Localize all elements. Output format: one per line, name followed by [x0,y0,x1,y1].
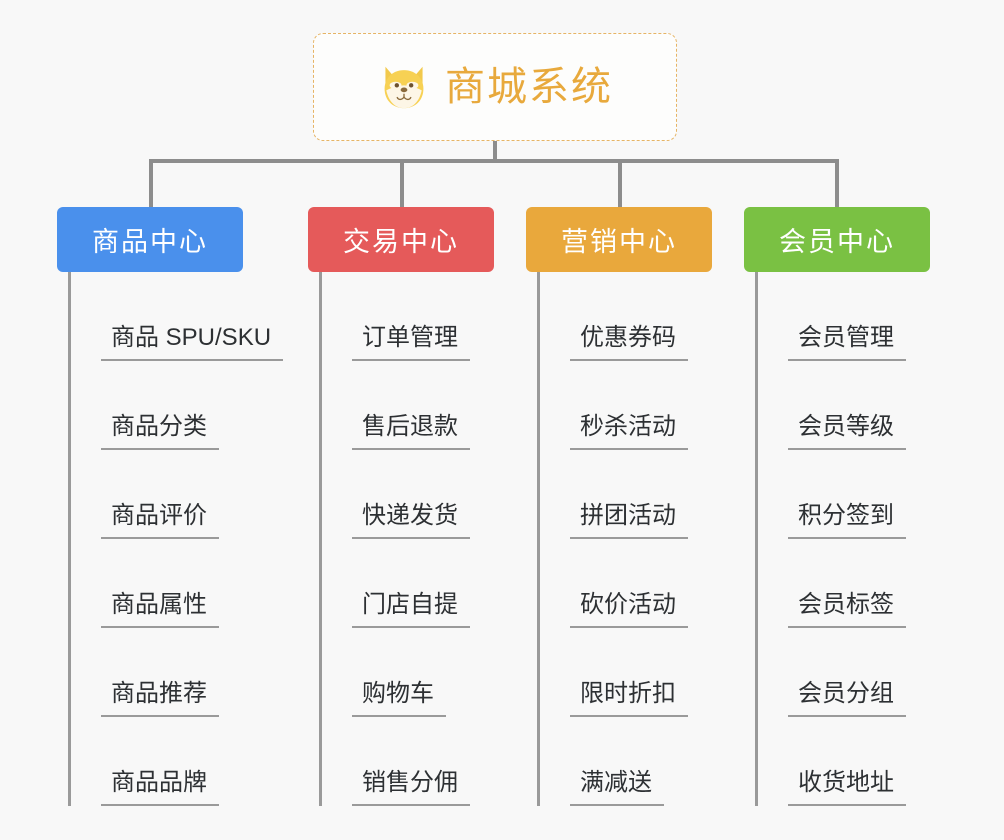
leaf-label: 订单管理 [352,324,470,361]
leaf-label: 商品 SPU/SKU [101,324,284,361]
category-header-1[interactable]: 商品中心 [57,207,243,272]
branch-column-4: 会员中心 会员管理 会员等级 积分签到 会员标签 会员分组 收货地址 [744,207,930,806]
leaf-label: 秒杀活动 [570,413,688,450]
leaf-label: 积分签到 [788,502,906,539]
list-item[interactable]: 购物车 [322,628,494,717]
leaf-list-1: 商品 SPU/SKU 商品分类 商品评价 商品属性 商品推荐 商品品牌 [68,272,284,806]
list-item[interactable]: 优惠券码 [540,272,712,361]
list-item[interactable]: 商品属性 [71,539,283,628]
leaf-label: 优惠券码 [570,324,688,361]
list-item[interactable]: 商品推荐 [71,628,283,717]
leaf-list-2: 订单管理 售后退款 快递发货 门店自提 购物车 销售分佣 [319,272,494,806]
list-item[interactable]: 商品分类 [71,361,283,450]
leaf-label: 快递发货 [352,502,470,539]
category-label-3: 营销中心 [561,227,677,257]
leaf-label: 购物车 [352,680,446,717]
leaf-label: 商品分类 [101,413,219,450]
list-item[interactable]: 售后退款 [322,361,494,450]
root-node[interactable]: 商城系统 [313,33,677,141]
list-item[interactable]: 收货地址 [758,717,930,806]
leaf-label: 会员标签 [788,591,906,628]
leaf-label: 商品评价 [101,502,219,539]
connector-drop-3 [618,159,622,207]
category-header-2[interactable]: 交易中心 [308,207,494,272]
list-item[interactable]: 拼团活动 [540,450,712,539]
leaf-label: 会员分组 [788,680,906,717]
leaf-list-4: 会员管理 会员等级 积分签到 会员标签 会员分组 收货地址 [755,272,930,806]
leaf-label: 商品品牌 [101,769,219,806]
leaf-list-3: 优惠券码 秒杀活动 拼团活动 砍价活动 限时折扣 满减送 [537,272,712,806]
branch-column-3: 营销中心 优惠券码 秒杀活动 拼团活动 砍价活动 限时折扣 满减送 [526,207,712,806]
leaf-label: 限时折扣 [570,680,688,717]
connector-drop-2 [400,159,404,207]
branch-column-1: 商品中心 商品 SPU/SKU 商品分类 商品评价 商品属性 商品推荐 商品品牌 [57,207,284,806]
leaf-label: 收货地址 [788,769,906,806]
leaf-label: 满减送 [570,769,664,806]
branch-column-2: 交易中心 订单管理 售后退款 快递发货 门店自提 购物车 销售分佣 [308,207,494,806]
leaf-label: 砍价活动 [570,591,688,628]
list-item[interactable]: 门店自提 [322,539,494,628]
leaf-label: 门店自提 [352,591,470,628]
connector-drop-1 [149,159,153,207]
category-header-4[interactable]: 会员中心 [744,207,930,272]
leaf-label: 售后退款 [352,413,470,450]
list-item[interactable]: 秒杀活动 [540,361,712,450]
list-item[interactable]: 商品 SPU/SKU [71,272,284,361]
list-item[interactable]: 积分签到 [758,450,930,539]
list-item[interactable]: 会员标签 [758,539,930,628]
leaf-label: 商品推荐 [101,680,219,717]
category-header-3[interactable]: 营销中心 [526,207,712,272]
root-title: 商城系统 [445,65,613,109]
leaf-label: 拼团活动 [570,502,688,539]
connector-drop-4 [835,159,839,207]
list-item[interactable]: 会员管理 [758,272,930,361]
list-item[interactable]: 满减送 [540,717,712,806]
leaf-label: 会员等级 [788,413,906,450]
list-item[interactable]: 会员分组 [758,628,930,717]
list-item[interactable]: 商品评价 [71,450,283,539]
connector-root-stem [493,141,497,163]
leaf-label: 会员管理 [788,324,906,361]
list-item[interactable]: 商品品牌 [71,717,283,806]
list-item[interactable]: 砍价活动 [540,539,712,628]
leaf-label: 商品属性 [101,591,219,628]
connector-horizontal-bus [149,159,839,163]
category-label-4: 会员中心 [779,227,895,257]
list-item[interactable]: 会员等级 [758,361,930,450]
dog-face-icon [384,66,424,109]
category-label-2: 交易中心 [343,227,459,257]
list-item[interactable]: 销售分佣 [322,717,494,806]
list-item[interactable]: 快递发货 [322,450,494,539]
category-label-1: 商品中心 [92,227,208,257]
list-item[interactable]: 订单管理 [322,272,494,361]
leaf-label: 销售分佣 [352,769,470,806]
list-item[interactable]: 限时折扣 [540,628,712,717]
